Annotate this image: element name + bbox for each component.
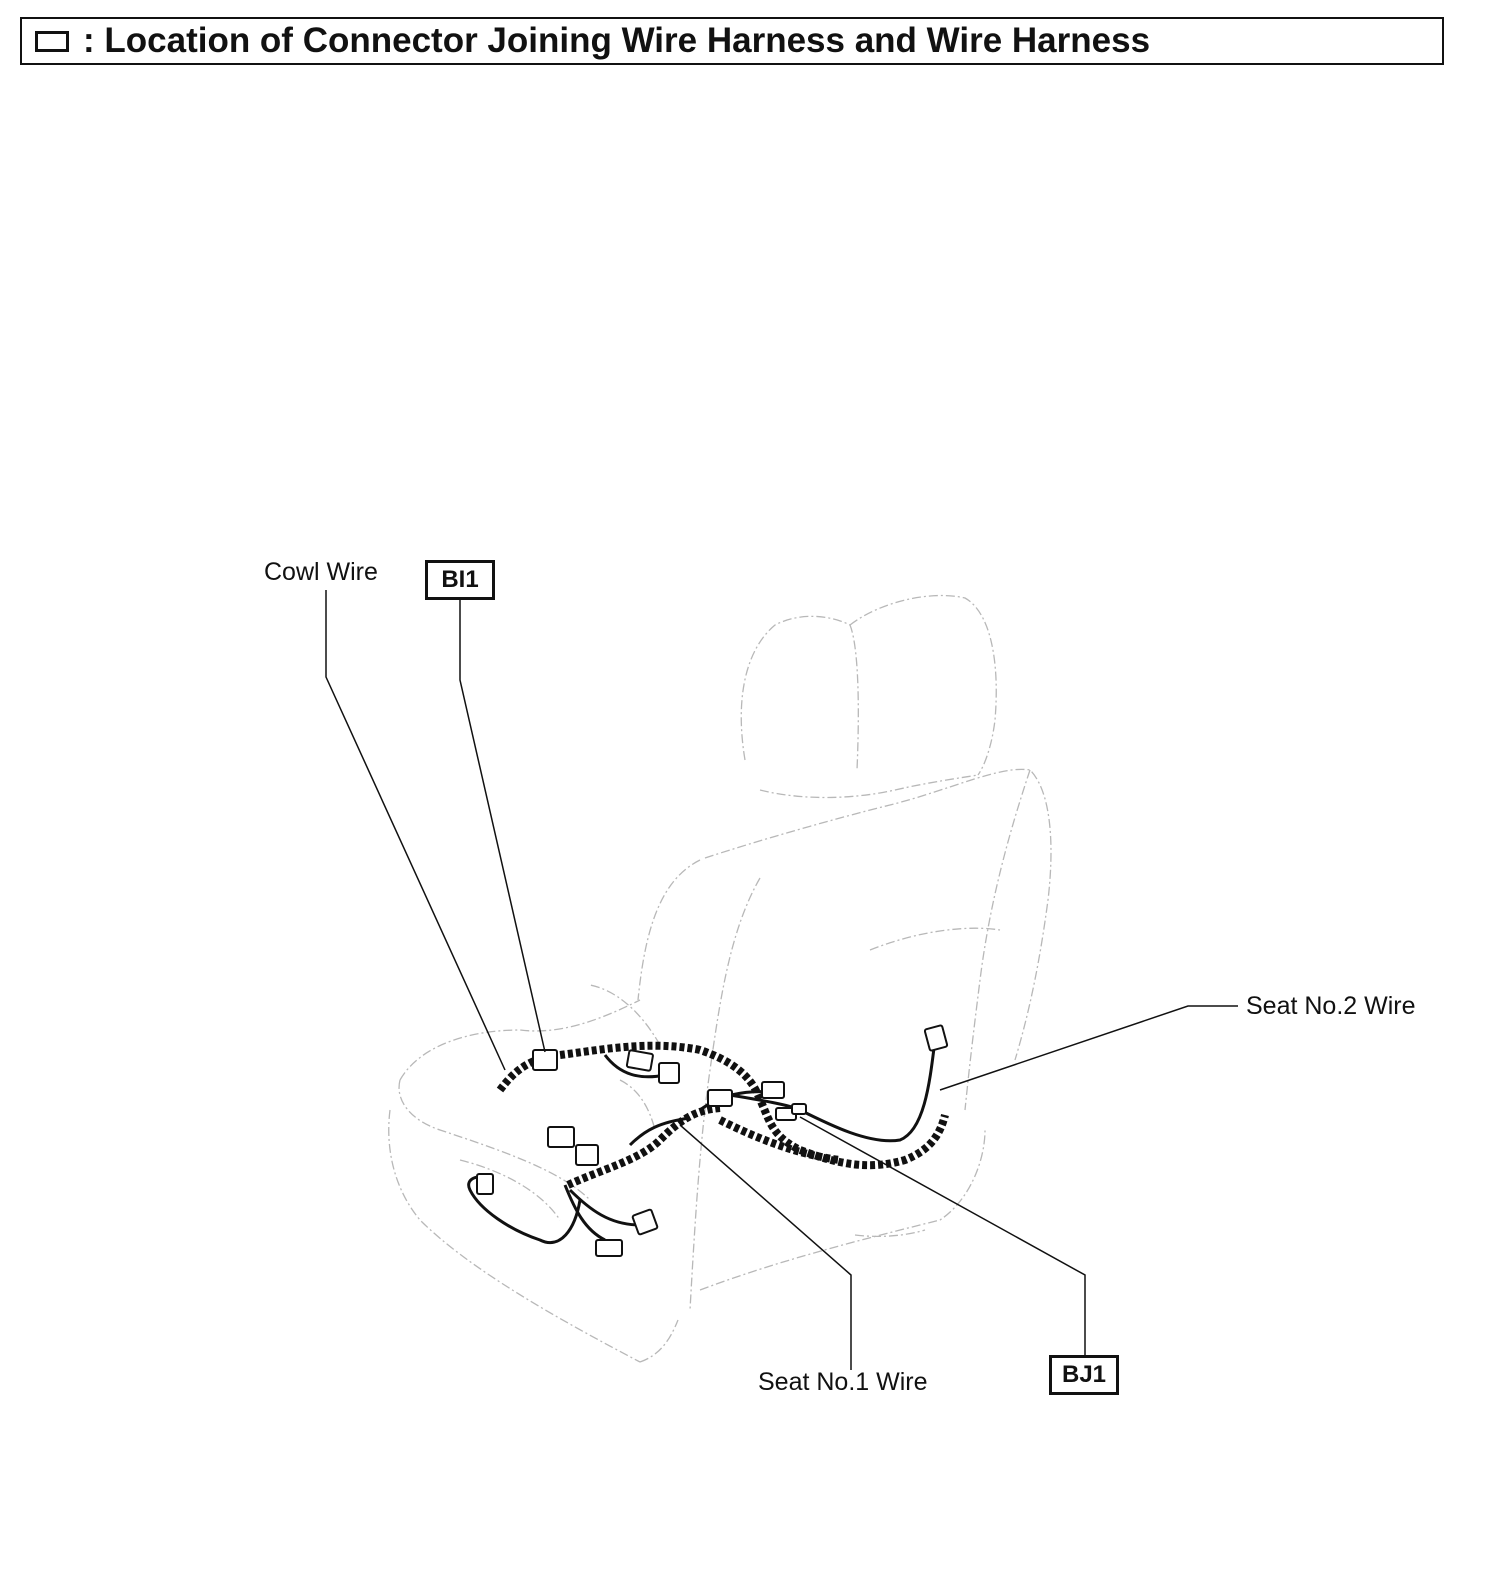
- connector: [707, 1089, 733, 1107]
- connector: [595, 1239, 623, 1257]
- leader-lines: [325, 590, 1238, 1370]
- connector-bj1-badge: BJ1: [1049, 1355, 1119, 1395]
- seat-no1-wire-label: Seat No.1 Wire: [758, 1368, 928, 1396]
- connector: [476, 1173, 494, 1195]
- connector: [658, 1062, 680, 1084]
- cowl-wire-label: Cowl Wire: [264, 558, 378, 586]
- main-harness: [496, 1041, 949, 1189]
- leader-bi1: [459, 600, 546, 1053]
- connector-box-icon: [35, 30, 69, 52]
- connector: [547, 1126, 575, 1148]
- connector: [575, 1144, 599, 1166]
- connector: [625, 1049, 654, 1072]
- connector: [631, 1208, 659, 1236]
- wire-connectors: [476, 1024, 949, 1257]
- page-title-box: : Location of Connector Joining Wire Har…: [20, 17, 1444, 65]
- leader-seat-no1-wire: [679, 1124, 852, 1370]
- page-title: : Location of Connector Joining Wire Har…: [83, 21, 1151, 60]
- leader-bj1: [799, 1116, 1086, 1355]
- connector: [791, 1103, 807, 1115]
- connector: [923, 1024, 949, 1052]
- leader-seat-no2-wire: [939, 1005, 1238, 1091]
- seat-outline: [388, 594, 1052, 1363]
- connector-bi1-badge: BI1: [425, 560, 495, 600]
- seat-no2-wire-label: Seat No.2 Wire: [1246, 992, 1416, 1020]
- connector-bi1-body: [532, 1049, 558, 1071]
- connector: [761, 1081, 785, 1099]
- leader-cowl-wire: [325, 590, 506, 1071]
